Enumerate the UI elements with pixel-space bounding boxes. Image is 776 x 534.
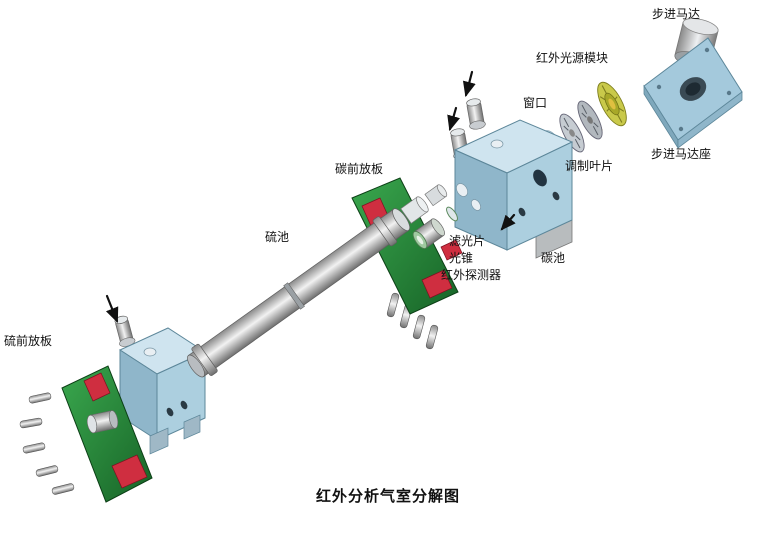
label-window: 窗口 bbox=[523, 96, 548, 110]
label-stepper-motor-base: 步进马达座 bbox=[651, 147, 712, 161]
label-stepper-motor: 步进马达 bbox=[652, 7, 701, 21]
label-carbon-cell: 碳池 bbox=[541, 251, 566, 265]
sulfur-cell-tube-shape bbox=[187, 208, 411, 378]
carbon-preamp-board-shape bbox=[351, 177, 463, 350]
flow-arrow bbox=[462, 70, 476, 98]
label-chopper-blade: 调制叶片 bbox=[565, 159, 614, 173]
filter-disc-shape bbox=[446, 206, 458, 222]
label-sulfur-preamp-board: 硫前放板 bbox=[4, 334, 53, 348]
figure-title: 红外分析气室分解图 bbox=[315, 487, 461, 505]
flow-arrow bbox=[105, 294, 119, 324]
label-filter: 滤光片 bbox=[449, 234, 486, 248]
flow-arrow bbox=[447, 106, 460, 132]
label-ir-source-module: 红外光源模块 bbox=[536, 51, 609, 65]
flow-arrow bbox=[500, 213, 516, 231]
carbon-cell-block-shape bbox=[450, 98, 574, 259]
ir-detector-assembly-shape bbox=[412, 206, 458, 249]
label-sulfur-cell: 硫池 bbox=[265, 230, 290, 244]
label-ir-detector: 红外探测器 bbox=[441, 268, 502, 282]
sulfur-preamp-board-shape bbox=[19, 365, 153, 503]
chopper-blades-shape bbox=[559, 100, 603, 153]
tube-connector-sleeves-shape bbox=[400, 184, 448, 224]
label-light-cone: 光锥 bbox=[449, 251, 474, 265]
flow-arrows bbox=[105, 70, 516, 324]
label-carbon-preamp-board: 碳前放板 bbox=[335, 162, 384, 176]
stepper-motor-base-shape bbox=[643, 37, 743, 150]
